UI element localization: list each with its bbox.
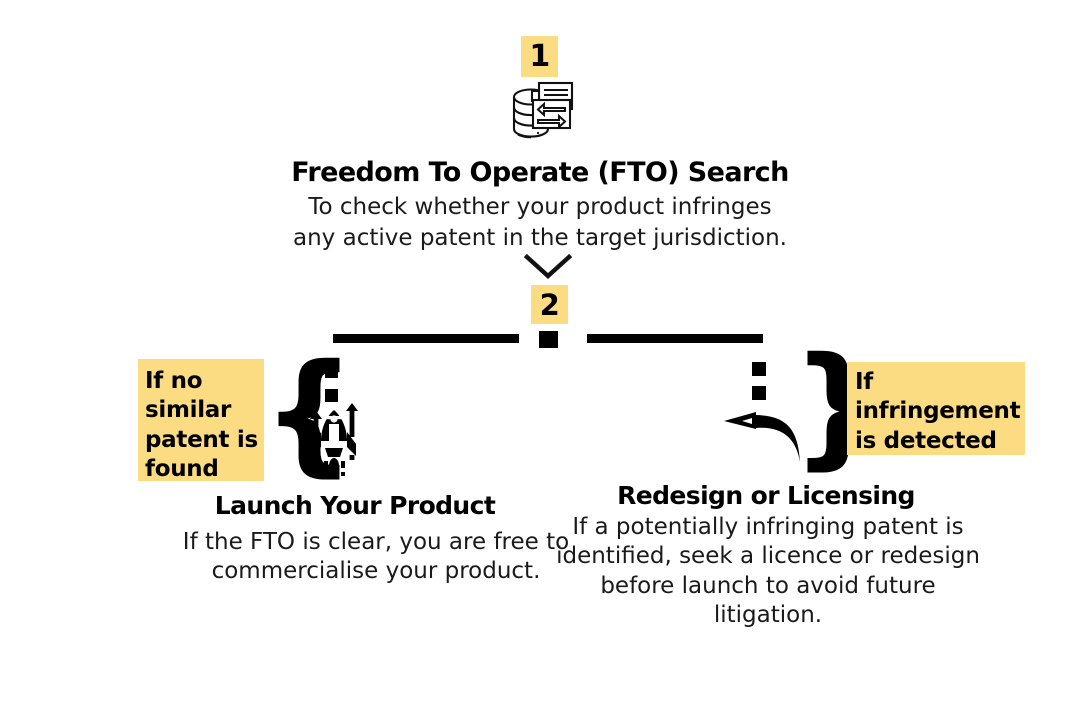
step-2-badge: 2: [531, 285, 568, 324]
branch-left-title: Launch Your Product: [214, 491, 496, 520]
step-1-title: Freedom To Operate (FTO) Search: [291, 157, 789, 188]
brace-left: {: [262, 336, 356, 490]
step-1-description: To check whether your product infringes …: [293, 194, 787, 251]
condition-label-right: If infringement is detected: [847, 362, 1025, 455]
reply-arrow-icon: [718, 358, 810, 474]
condition-label-left: If no similar patent is found: [138, 359, 264, 482]
connector-node: [539, 331, 558, 348]
database-transfer-icon: [503, 80, 579, 146]
chevron-down-icon: [523, 253, 573, 281]
rocket-launch-icon: [298, 362, 370, 480]
connector-bar-right: [587, 334, 763, 343]
branch-right-title: Redesign or Licensing: [617, 481, 915, 510]
branch-left-description: If the FTO is clear, you are free to com…: [182, 529, 570, 585]
branch-right-description: If a potentially infringing patent is id…: [556, 514, 980, 629]
connector-bar-left: [333, 334, 519, 343]
step-1-badge: 1: [521, 36, 558, 77]
